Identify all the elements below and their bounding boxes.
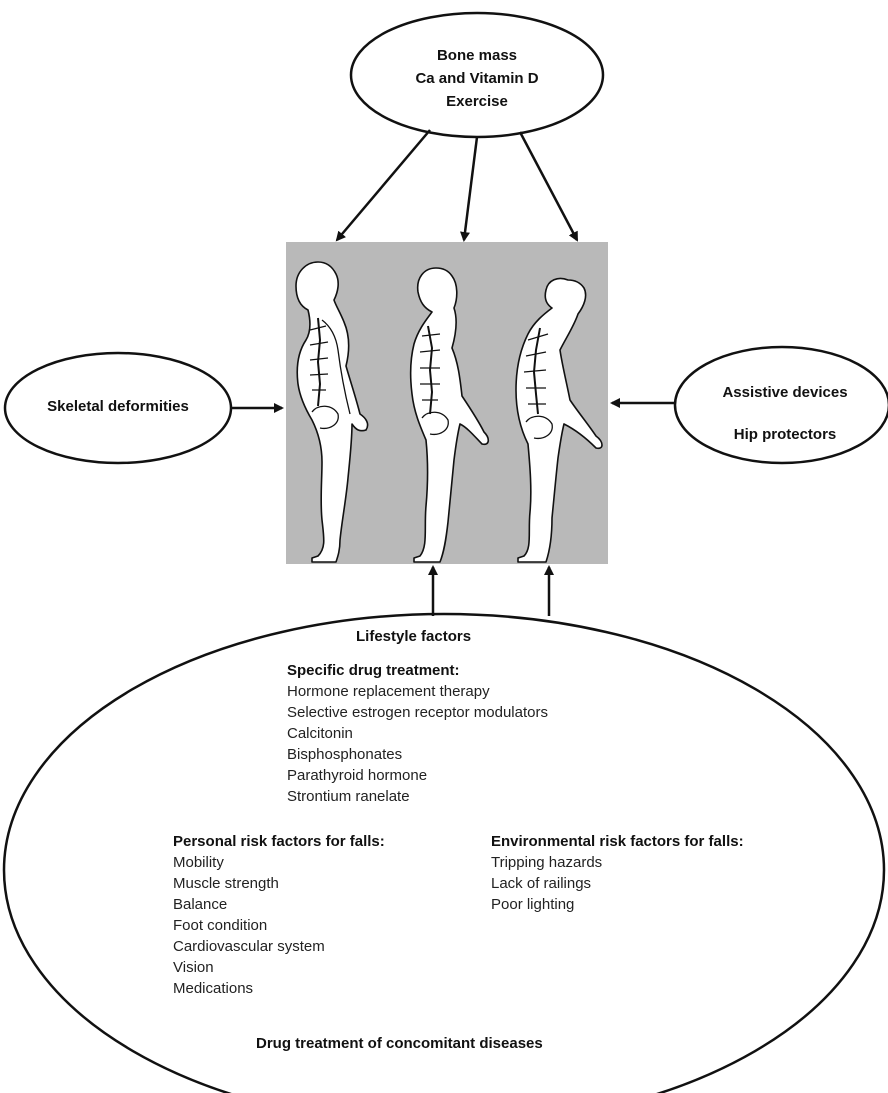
list-item: Cardiovascular system (173, 938, 325, 955)
bottom-node-ellipse (2, 612, 886, 1093)
list-item: Hormone replacement therapy (287, 683, 490, 700)
list-item: Mobility (173, 854, 224, 871)
posture-figure-upright (295, 261, 369, 563)
right-node-line-2: Hip protectors (733, 426, 837, 443)
arrow-top-to-figure-1 (335, 129, 431, 242)
drug-treatment-section: Specific drug treatment: Hormone replace… (287, 660, 548, 807)
posture-figure-kyphotic (515, 277, 603, 563)
posture-figure-stooped (409, 267, 490, 563)
list-item: Strontium ranelate (287, 788, 410, 805)
top-node-text: Bone mass Ca and Vitamin D Exercise (377, 44, 577, 113)
left-node-label: Skeletal deformities (47, 398, 189, 415)
list-item: Parathyroid hormone (287, 767, 428, 784)
arrow-top-to-figure-3 (518, 131, 579, 242)
personal-risk-list: Mobility Muscle strength Balance Foot co… (173, 852, 385, 999)
left-node-ellipse (3, 351, 233, 465)
personal-risk-section: Personal risk factors for falls: Mobilit… (173, 831, 385, 999)
drug-treatment-title: Specific drug treatment: (287, 662, 460, 679)
right-node-text: Assistive devices Hip protectors (700, 372, 870, 456)
top-node-line-2: Ca and Vitamin D (415, 70, 539, 87)
environmental-risk-section: Environmental risk factors for falls: Tr… (491, 831, 744, 915)
environmental-risk-list: Tripping hazards Lack of railings Poor l… (491, 852, 744, 915)
right-node-line-1: Assistive devices (722, 384, 848, 401)
list-item: Vision (173, 959, 214, 976)
list-item: Medications (173, 980, 254, 997)
list-item: Balance (173, 896, 228, 913)
personal-risk-title: Personal risk factors for falls: (173, 833, 385, 850)
top-node-line-1: Bone mass (436, 47, 518, 64)
list-item: Bisphosphonates (287, 746, 403, 763)
environmental-risk-title: Environmental risk factors for falls: (491, 833, 744, 850)
list-item: Selective estrogen receptor modulators (287, 704, 548, 721)
drug-treatment-list: Hormone replacement therapy Selective es… (287, 681, 548, 807)
list-item: Poor lighting (491, 896, 575, 913)
list-item: Foot condition (173, 917, 268, 934)
top-node-line-3: Exercise (446, 93, 508, 110)
list-item: Lack of railings (491, 875, 592, 892)
list-item: Calcitonin (287, 725, 353, 742)
list-item: Muscle strength (173, 875, 279, 892)
right-node-ellipse (673, 345, 888, 465)
list-item: Tripping hazards (491, 854, 603, 871)
arrow-top-to-figure-2 (460, 136, 479, 242)
concomitant-diseases-label: Drug treatment of concomitant diseases (256, 1035, 543, 1052)
lifestyle-heading: Lifestyle factors (356, 628, 472, 645)
